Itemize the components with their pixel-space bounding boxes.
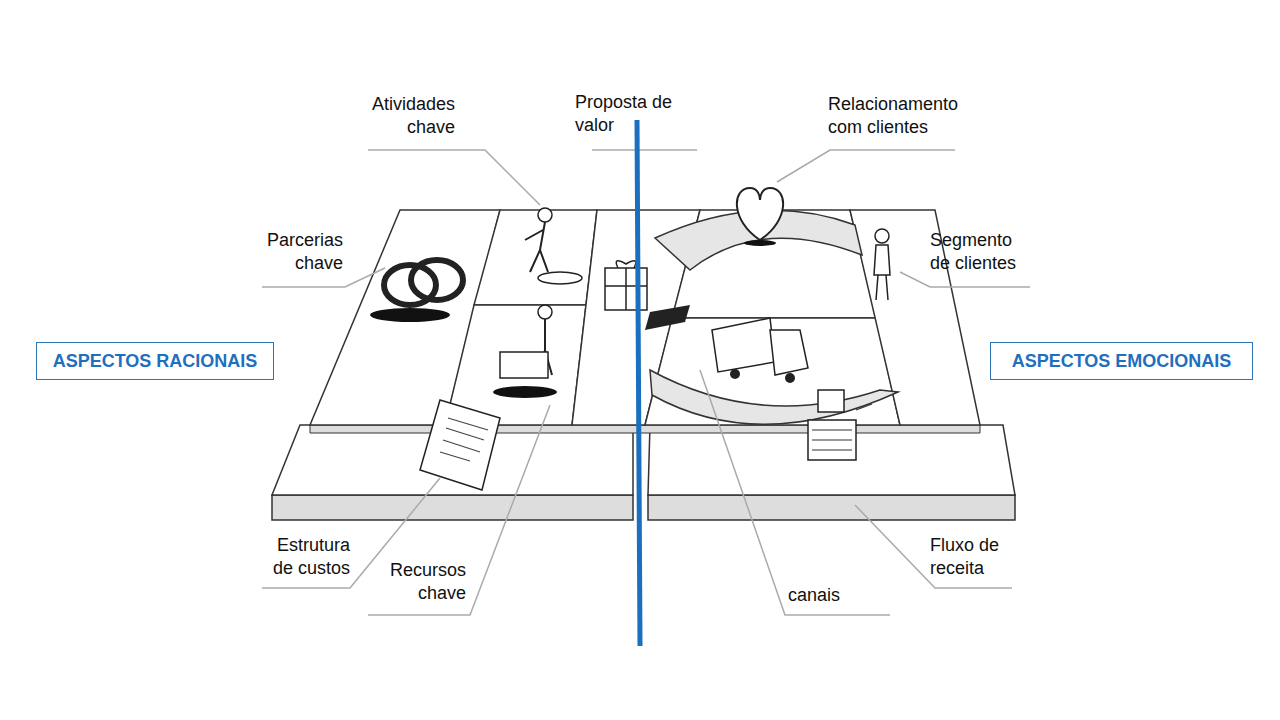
leader-line — [900, 272, 1030, 287]
person-icon — [525, 222, 548, 272]
register-keys — [812, 404, 872, 450]
aspect-label: ASPECTOS EMOCIONAIS — [1012, 351, 1232, 372]
ring-icon — [411, 260, 463, 300]
callout-label: canais — [788, 584, 888, 607]
hole-icon — [538, 272, 582, 284]
callout-label: Estrutura de custos — [255, 534, 350, 580]
heart-shadow — [744, 240, 776, 246]
callout-label: Relacionamento com clientes — [828, 93, 988, 139]
person-icon — [538, 305, 552, 319]
person-icon — [875, 229, 889, 243]
leader-line — [368, 150, 540, 205]
leader-line — [700, 370, 890, 615]
truck-icon — [770, 330, 808, 375]
channel-arrow — [650, 370, 898, 424]
resources-block — [445, 305, 586, 425]
aspect-box: ASPECTOS EMOCIONAIS — [990, 342, 1253, 380]
document-lines — [440, 418, 488, 461]
callout-label: Atividades chave — [345, 93, 455, 139]
callout-label: Fluxo de receita — [930, 534, 1012, 580]
board-edge — [310, 425, 980, 433]
person-icon — [874, 245, 890, 300]
gift-ribbon — [605, 261, 647, 310]
activities-block — [474, 210, 597, 305]
person-icon — [538, 208, 552, 222]
register-icon — [818, 390, 844, 412]
ring-shadow — [370, 308, 450, 322]
leader-line — [855, 505, 1012, 588]
channels-block — [645, 318, 900, 425]
machine-icon — [500, 352, 548, 378]
callout-label: Parcerias chave — [233, 229, 343, 275]
leader-line — [777, 150, 955, 182]
machine-shadow — [493, 386, 557, 398]
aspect-label: ASPECTOS RACIONAIS — [53, 351, 258, 372]
truck-wheel — [785, 373, 795, 383]
truck-wheel — [730, 369, 740, 379]
board-edge — [272, 495, 633, 520]
truck-icon — [712, 318, 775, 372]
board-edge — [648, 495, 1015, 520]
gift-base — [645, 305, 690, 330]
callout-label: Proposta de valor — [575, 91, 690, 137]
heart-icon — [737, 188, 783, 240]
aspect-box: ASPECTOS RACIONAIS — [36, 342, 274, 380]
leader-line — [592, 149, 697, 151]
divider-line — [637, 120, 640, 646]
callout-label: Segmento de clientes — [930, 229, 1025, 275]
document-icon — [420, 400, 500, 490]
callout-label: Recursos chave — [366, 559, 466, 605]
